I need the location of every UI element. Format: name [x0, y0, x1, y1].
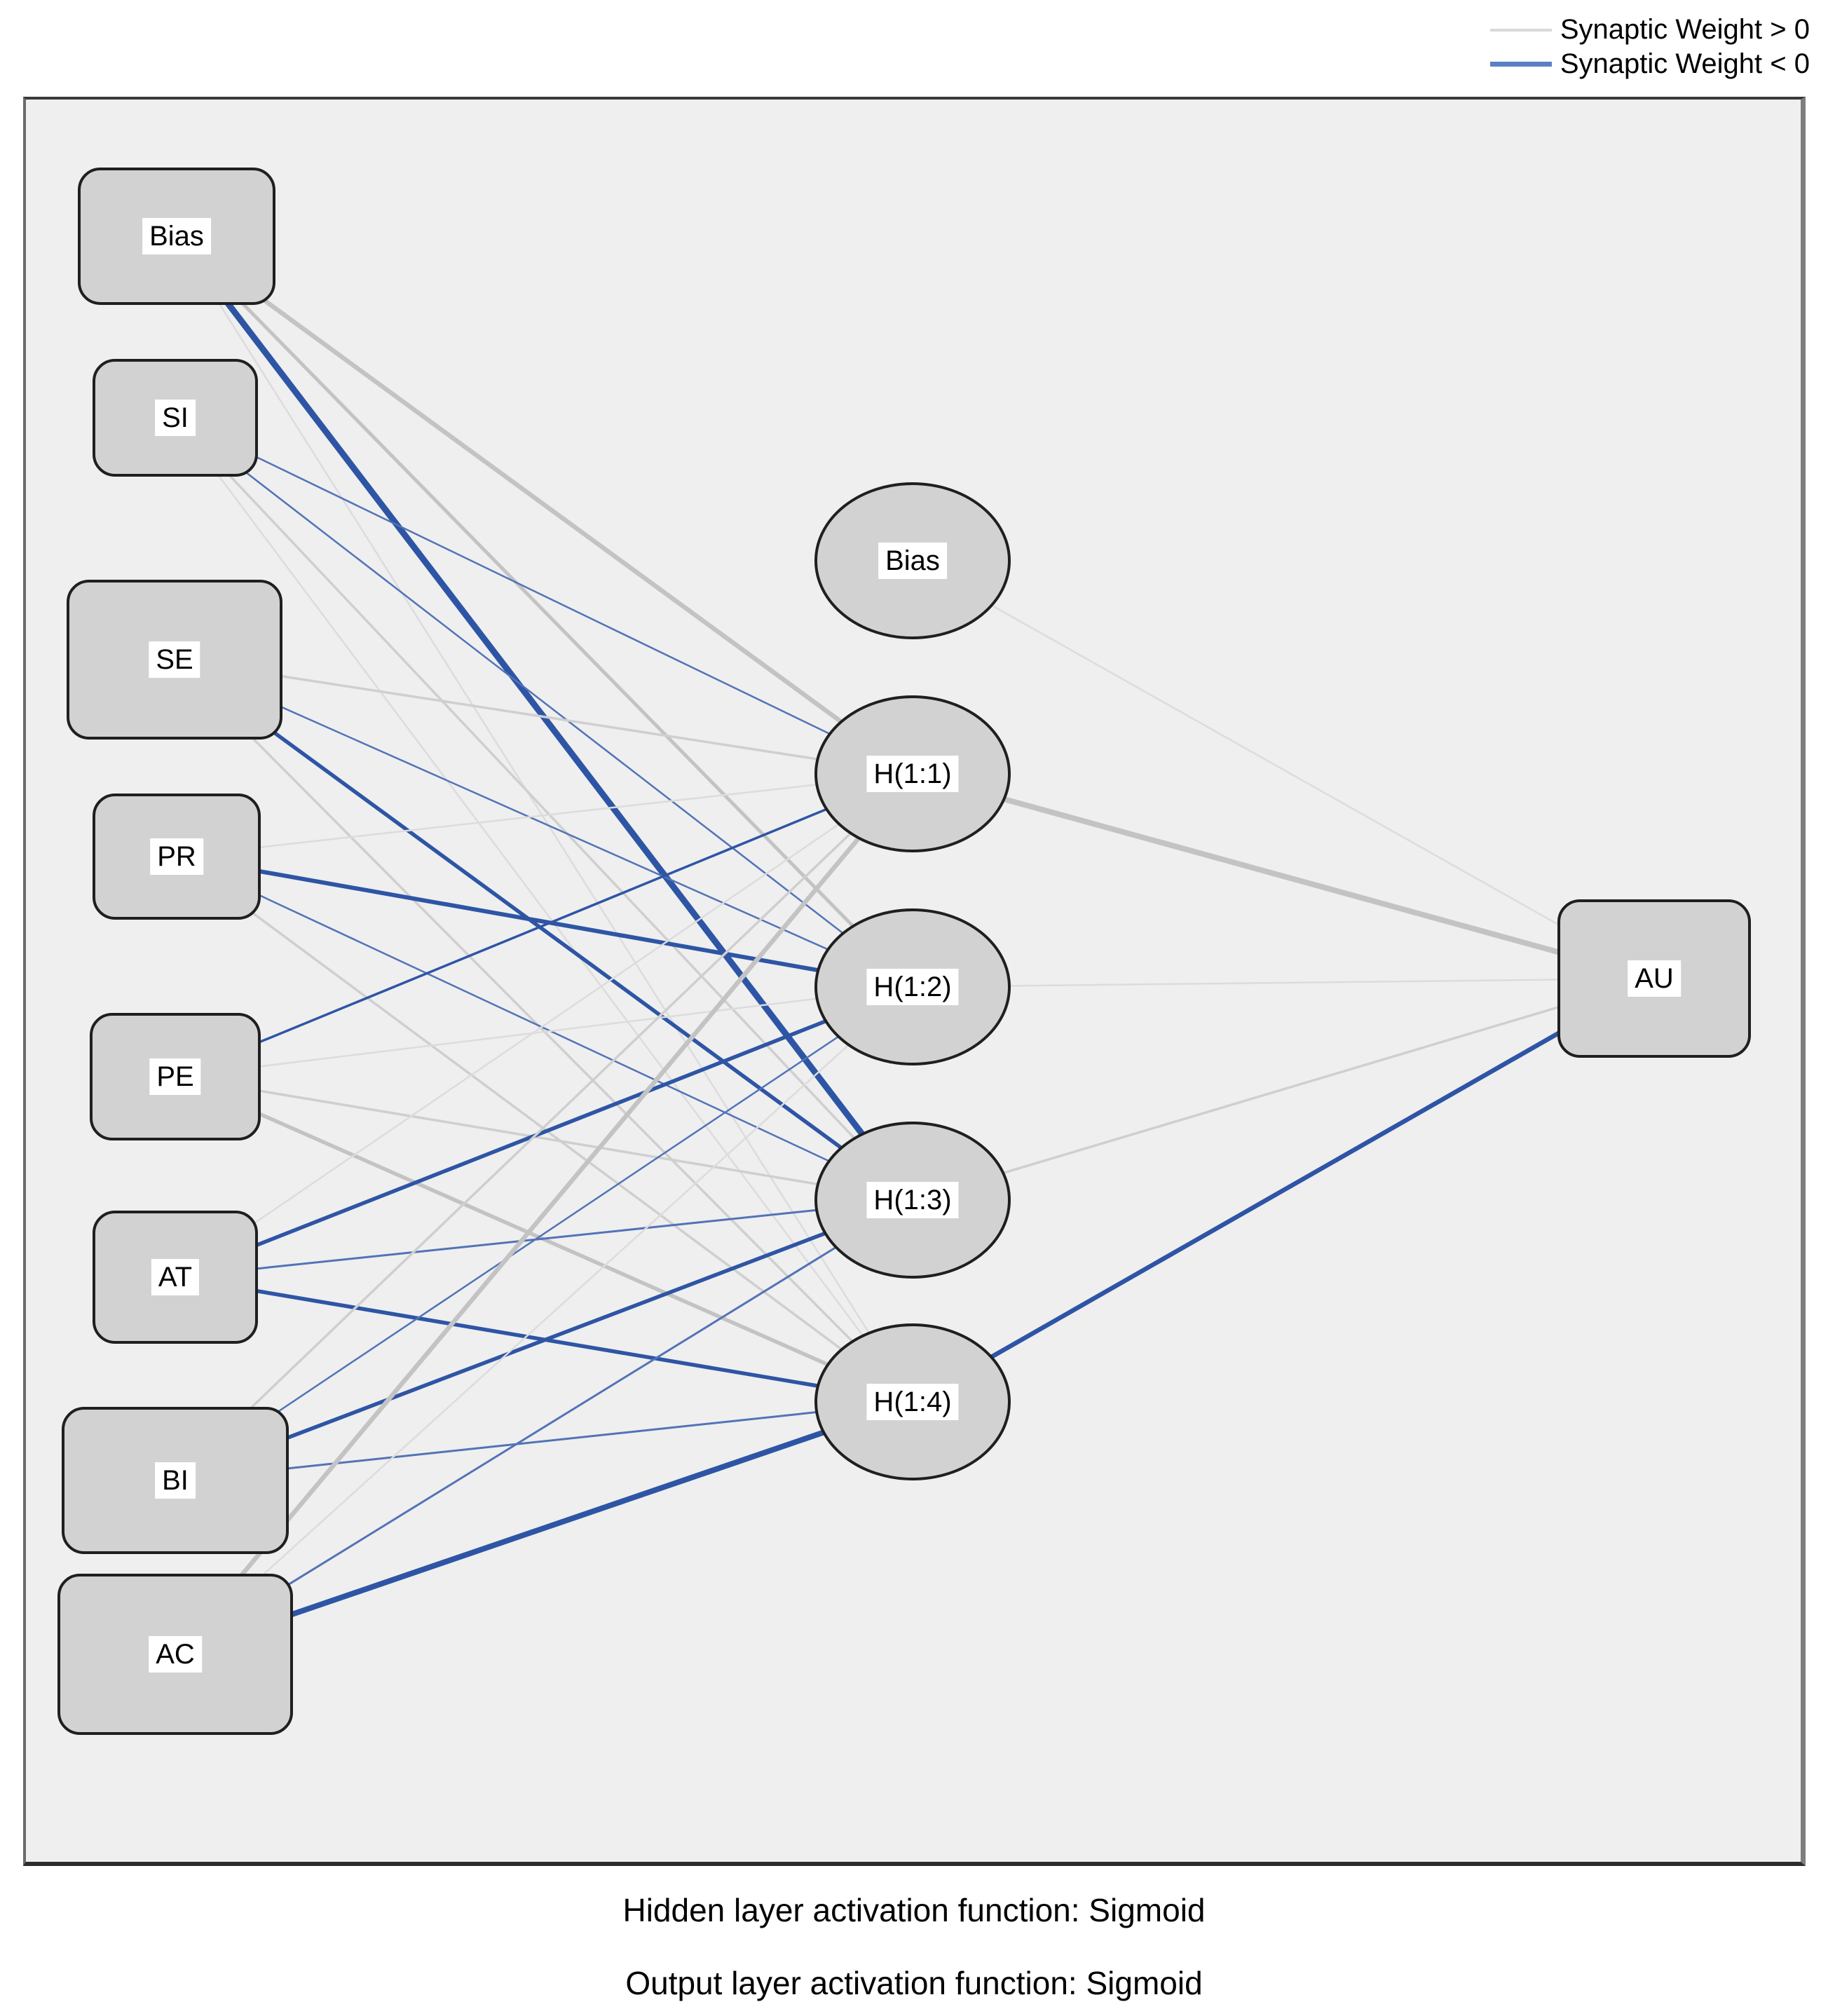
legend-row-positive: Synaptic Weight > 0	[1489, 13, 1810, 47]
legend: Synaptic Weight > 0 Synaptic Weight < 0	[1489, 13, 1810, 81]
legend-label-negative: Synaptic Weight < 0	[1560, 48, 1810, 79]
negative-weight-line-icon	[1489, 62, 1552, 67]
legend-label-positive: Synaptic Weight > 0	[1560, 14, 1810, 45]
legend-row-negative: Synaptic Weight < 0	[1489, 47, 1810, 81]
diagram-panel	[23, 97, 1806, 1866]
caption-hidden-activation: Hidden layer activation function: Sigmoi…	[622, 1892, 1206, 1928]
caption-output-activation: Output layer activation function: Sigmoi…	[625, 1965, 1203, 2001]
positive-weight-line-icon	[1489, 28, 1552, 32]
